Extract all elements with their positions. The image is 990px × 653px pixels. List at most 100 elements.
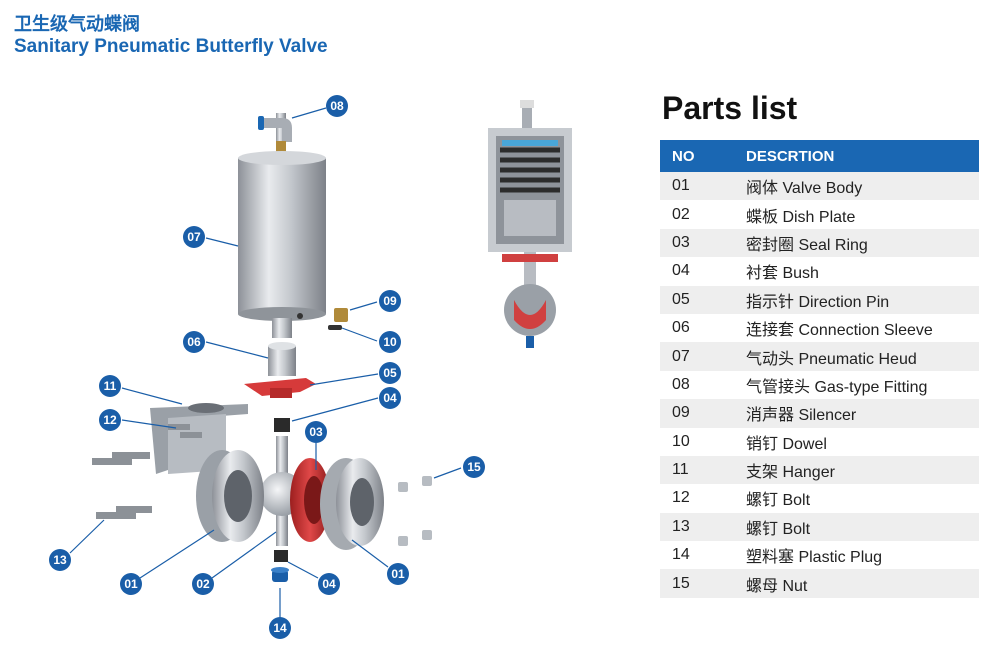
page-title-english: Sanitary Pneumatic Butterfly Valve xyxy=(14,36,328,57)
svg-text:08: 08 xyxy=(330,99,344,113)
part-number-cell: 14 xyxy=(660,541,746,570)
part-description-cell: 塑料塞 Plastic Plug xyxy=(746,541,979,570)
part-number-cell: 11 xyxy=(660,455,746,485)
callout-07: 07 xyxy=(183,226,205,248)
part-number-cell: 01 xyxy=(660,172,746,201)
part-number-cell: 10 xyxy=(660,427,746,456)
dowel-part xyxy=(328,325,342,330)
valve-body-right-part xyxy=(320,458,384,550)
bush-top-part xyxy=(274,418,290,432)
column-header-description: DESCRTION xyxy=(746,140,979,172)
part-description-cell: 衬套 Bush xyxy=(746,257,979,286)
part-number-cell: 13 xyxy=(660,512,746,542)
part-description-cell: 指示针 Direction Pin xyxy=(746,285,979,314)
part-description-cell: 阀体 Valve Body xyxy=(746,172,979,201)
part-number-cell: 05 xyxy=(660,285,746,314)
gas-fitting-part xyxy=(258,113,292,155)
part-number-cell: 12 xyxy=(660,484,746,513)
callout-05: 05 xyxy=(379,362,401,384)
plastic-plug-part xyxy=(271,567,289,582)
part-number-cell: 03 xyxy=(660,228,746,258)
bolt-12-part xyxy=(168,424,202,438)
parts-table-header: NO DESCRTION xyxy=(660,140,979,172)
svg-text:15: 15 xyxy=(467,460,481,474)
seal-ring-part xyxy=(290,458,330,542)
callout-11: 11 xyxy=(99,375,121,397)
part-description-cell: 气动头 Pneumatic Heud xyxy=(746,342,979,371)
part-description-cell: 消声器 Silencer xyxy=(746,399,979,428)
svg-text:01: 01 xyxy=(391,567,405,581)
valve-body-left-part xyxy=(196,450,264,542)
part-number-cell: 07 xyxy=(660,342,746,371)
svg-text:06: 06 xyxy=(187,335,201,349)
exploded-diagram: 08 07 09 10 06 05 04 11 12 03 15 13 xyxy=(49,95,572,639)
svg-text:01: 01 xyxy=(124,577,138,591)
column-header-no: NO xyxy=(660,140,746,172)
nut-part xyxy=(398,476,432,546)
cutaway-view xyxy=(488,100,572,348)
svg-text:04: 04 xyxy=(383,391,397,405)
part-description-cell: 螺钉 Bolt xyxy=(746,512,979,542)
bush-bottom-part xyxy=(274,550,288,562)
part-description-cell: 密封圈 Seal Ring xyxy=(746,228,979,258)
part-number-cell: 04 xyxy=(660,257,746,286)
svg-text:03: 03 xyxy=(309,425,323,439)
svg-text:10: 10 xyxy=(383,335,397,349)
silencer-part xyxy=(334,308,348,322)
part-number-cell: 06 xyxy=(660,313,746,343)
parts-list-title: Parts list xyxy=(662,90,798,126)
direction-pin-part xyxy=(244,378,316,398)
callout-15: 15 xyxy=(463,456,485,478)
callout-02: 02 xyxy=(192,573,214,595)
leader-lines xyxy=(69,107,462,618)
part-number-cell: 08 xyxy=(660,370,746,400)
part-description-cell: 支架 Hanger xyxy=(746,455,979,485)
part-description-cell: 蝶板 Dish Plate xyxy=(746,200,979,229)
svg-text:12: 12 xyxy=(103,413,117,427)
part-description-cell: 连接套 Connection Sleeve xyxy=(746,313,979,343)
callout-01-left: 01 xyxy=(120,573,142,595)
svg-text:04: 04 xyxy=(322,577,336,591)
svg-text:14: 14 xyxy=(273,621,287,635)
callout-01-right: 01 xyxy=(387,563,409,585)
part-number-cell: 02 xyxy=(660,200,746,229)
svg-text:05: 05 xyxy=(383,366,397,380)
part-number-cell: 09 xyxy=(660,399,746,428)
page-title-chinese: 卫生级气动蝶阀 xyxy=(14,14,140,35)
callout-03: 03 xyxy=(305,421,327,443)
callout-10: 10 xyxy=(379,331,401,353)
callout-14: 14 xyxy=(269,617,291,639)
svg-text:09: 09 xyxy=(383,294,397,308)
svg-text:07: 07 xyxy=(187,230,201,244)
callout-04-bottom: 04 xyxy=(318,573,340,595)
part-description-cell: 螺钉 Bolt xyxy=(746,484,979,513)
svg-text:02: 02 xyxy=(196,577,210,591)
pneumatic-actuator-part xyxy=(238,151,326,338)
callout-13: 13 xyxy=(49,549,71,571)
callout-08: 08 xyxy=(326,95,348,117)
part-description-cell: 螺母 Nut xyxy=(746,569,979,598)
part-description-cell: 气管接头 Gas-type Fitting xyxy=(746,370,979,400)
callout-04-top: 04 xyxy=(379,387,401,409)
bolt-13-part xyxy=(92,452,152,519)
callout-12: 12 xyxy=(99,409,121,431)
part-number-cell: 15 xyxy=(660,569,746,598)
connection-sleeve-part xyxy=(268,342,296,376)
callout-06: 06 xyxy=(183,331,205,353)
callout-09: 09 xyxy=(379,290,401,312)
